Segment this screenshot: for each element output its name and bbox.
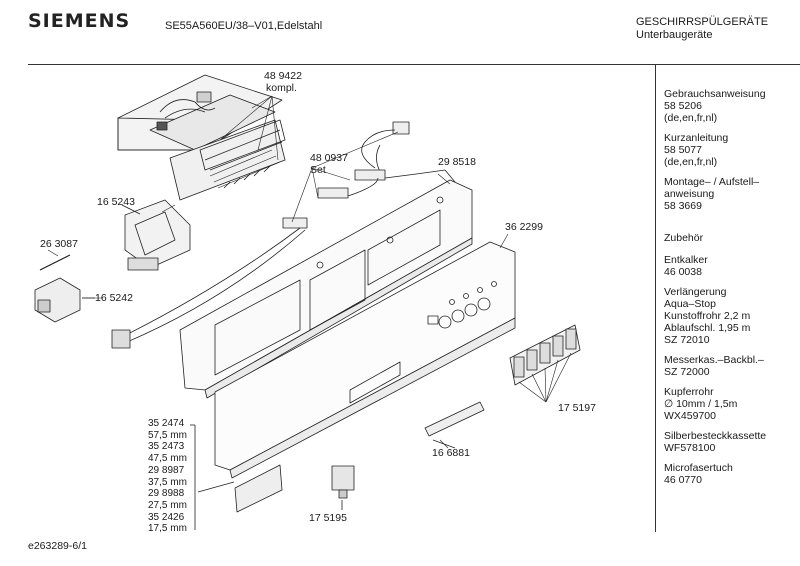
electronic-module-part — [117, 74, 286, 201]
sidebar-text: 46 0770 — [664, 474, 702, 486]
side-strip-part — [190, 424, 283, 530]
door-lock-part — [121, 199, 191, 271]
list-item: 27,5 mm — [148, 499, 187, 511]
sidebar-text: Kupferrohr — [664, 386, 714, 398]
sidebar-group-installation: Montage– / Aufstell– anweisung 58 3669 — [664, 176, 796, 212]
sidebar-text: Verlängerung — [664, 286, 727, 298]
part-label-489422: 48 9422 — [264, 70, 302, 82]
part-label-298518: 29 8518 — [438, 156, 476, 168]
sidebar-text: SZ 72010 — [664, 334, 710, 346]
part-label-175197: 17 5197 — [558, 402, 596, 414]
sidebar-text: Montage– / Aufstell– — [664, 176, 760, 188]
sidebar-text: (de,en,fr,nl) — [664, 156, 718, 168]
sidebar-group-descaler: Entkalker 46 0038 — [664, 254, 796, 278]
part-label-175195: 17 5195 — [309, 512, 347, 524]
list-item: 29 8988 — [148, 488, 185, 500]
sidebar-text: 58 5206 — [664, 100, 702, 112]
part-label-263087: 26 3087 — [40, 238, 78, 250]
sidebar-text: 58 3669 — [664, 200, 702, 212]
sidebar-text: SZ 72000 — [664, 366, 710, 378]
sidebar-text: WF578100 — [664, 442, 716, 454]
sidebar-text: WX459700 — [664, 410, 716, 422]
sidebar-group-copper-pipe: Kupferrohr ∅ 10mm / 1,5m WX459700 — [664, 386, 796, 422]
sidebar-text: Zubehör — [664, 232, 704, 244]
cable-harness-part — [111, 121, 446, 349]
sidebar-text: ∅ 10mm / 1,5m — [664, 398, 738, 410]
control-panel-frame-part — [179, 169, 473, 399]
micro-switch-part — [34, 277, 95, 323]
sidebar-group-user-manual: Gebrauchsanweisung 58 5206 (de,en,fr,nl) — [664, 88, 796, 124]
sidebar-group-knife-tray: Messerkas.–Backbl.– SZ 72000 — [664, 354, 796, 378]
handle-strip-part — [424, 401, 485, 449]
sidebar-text: Silberbesteckkassette — [664, 430, 767, 442]
list-item: 57,5 mm — [148, 429, 187, 441]
sidebar-text: Entkalker — [664, 254, 708, 266]
knob-part — [331, 465, 355, 510]
list-item: 37,5 mm — [148, 476, 187, 488]
category-subtitle: Unterbaugeräte — [636, 29, 713, 41]
part-label-480937: 48 0937 — [310, 152, 348, 164]
sidebar-text: Gebrauchsanweisung — [664, 88, 766, 100]
rod-part — [39, 254, 71, 271]
side-strip-variants-list: 35 2474 57,5 mm 35 2473 47,5 mm 29 8987 … — [148, 418, 187, 535]
sidebar-text: Kurzanleitung — [664, 132, 729, 144]
sidebar-group-accessories-heading: Zubehör — [664, 232, 796, 244]
list-item: 35 2474 — [148, 418, 185, 429]
part-label-166881: 16 6881 — [432, 447, 470, 459]
front-fascia-part — [214, 241, 516, 479]
sidebar-group-extension: Verlängerung Aqua–Stop Kunstoffrohr 2,2 … — [664, 286, 796, 346]
brand-logo: SIEMENS — [28, 10, 131, 32]
part-label-kompl: kompl. — [266, 82, 297, 94]
sidebar-text: 58 5077 — [664, 144, 702, 156]
sidebar-divider — [655, 64, 656, 532]
button-strip-part — [509, 324, 581, 403]
documentation-sidebar: Gebrauchsanweisung 58 5206 (de,en,fr,nl)… — [664, 88, 796, 494]
part-label-set: Set — [310, 164, 326, 176]
list-item: 35 2473 — [148, 441, 185, 453]
sidebar-text: Kunstoffrohr 2,2 m — [664, 310, 751, 322]
sidebar-text: anweisung — [664, 188, 715, 200]
sidebar-text: Microfasertuch — [664, 462, 733, 474]
sidebar-group-microfiber-cloth: Microfasertuch 46 0770 — [664, 462, 796, 486]
sidebar-text: Ablaufschl. 1,95 m — [664, 322, 751, 334]
header-divider — [28, 64, 800, 65]
part-label-362299: 36 2299 — [505, 221, 543, 233]
part-label-165242: 16 5242 — [95, 292, 133, 304]
part-label-165243: 16 5243 — [97, 196, 135, 208]
sidebar-text: Aqua–Stop — [664, 298, 716, 310]
drawing-id: e263289-6/1 — [28, 540, 87, 552]
sidebar-group-cutlery-case: Silberbesteckkassette WF578100 — [664, 430, 796, 454]
sidebar-text: Messerkas.–Backbl.– — [664, 354, 764, 366]
sidebar-text: 46 0038 — [664, 266, 702, 278]
list-item: 29 8987 — [148, 464, 185, 476]
list-item: 47,5 mm — [148, 453, 187, 465]
sidebar-text: (de,en,fr,nl) — [664, 112, 718, 124]
model-title: SE55A560EU/38–V01,Edelstahl — [165, 20, 323, 32]
sidebar-group-quick-guide: Kurzanleitung 58 5077 (de,en,fr,nl) — [664, 132, 796, 168]
list-item: 17,5 mm — [148, 523, 187, 535]
category-title: GESCHIRRSPÜLGERÄTE — [636, 16, 769, 28]
list-item: 35 2426 — [148, 511, 185, 523]
